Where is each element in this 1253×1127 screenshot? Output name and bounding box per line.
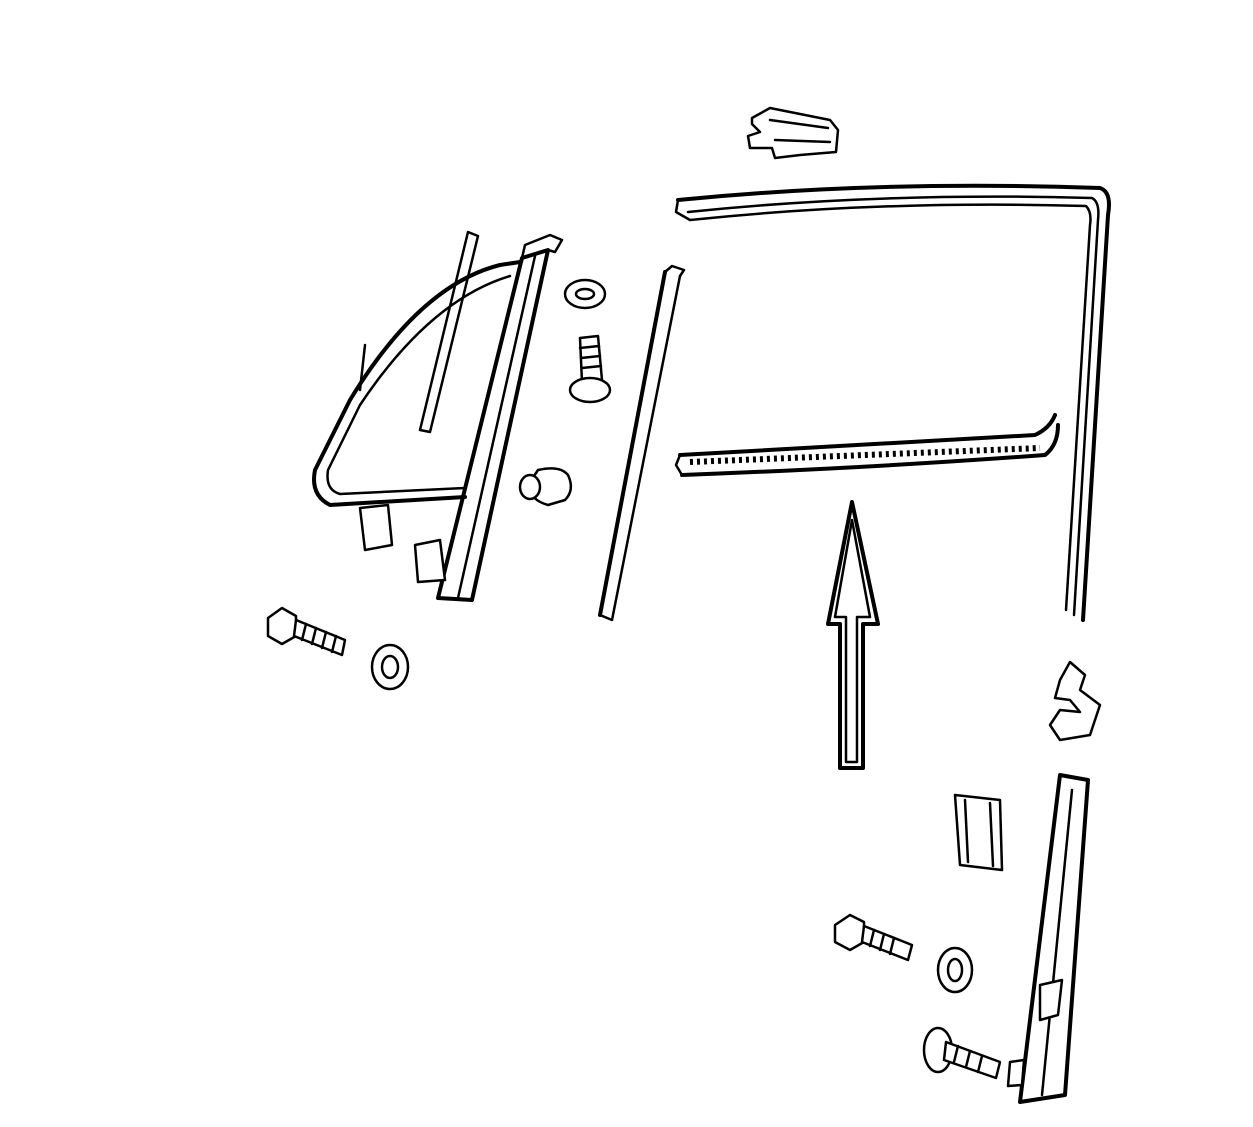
glass-run-channel	[674, 183, 1111, 622]
bushing	[518, 467, 573, 507]
washer	[936, 946, 974, 994]
belt-weatherstrip	[674, 413, 1060, 477]
arrow-inner-outline	[833, 518, 872, 764]
screw	[568, 334, 612, 404]
vent-window-frame	[312, 230, 564, 602]
carriage-bolt	[922, 1026, 1002, 1080]
lower-channel	[1006, 773, 1090, 1104]
arrow-up-icon	[826, 500, 880, 770]
vertical-weatherstrip	[598, 264, 686, 622]
bracket	[953, 793, 1004, 872]
bolt	[833, 913, 914, 962]
washer	[563, 278, 607, 310]
spring-clip	[1048, 660, 1102, 742]
bolt	[266, 606, 347, 657]
top-clip	[746, 106, 840, 160]
washer	[370, 643, 410, 691]
